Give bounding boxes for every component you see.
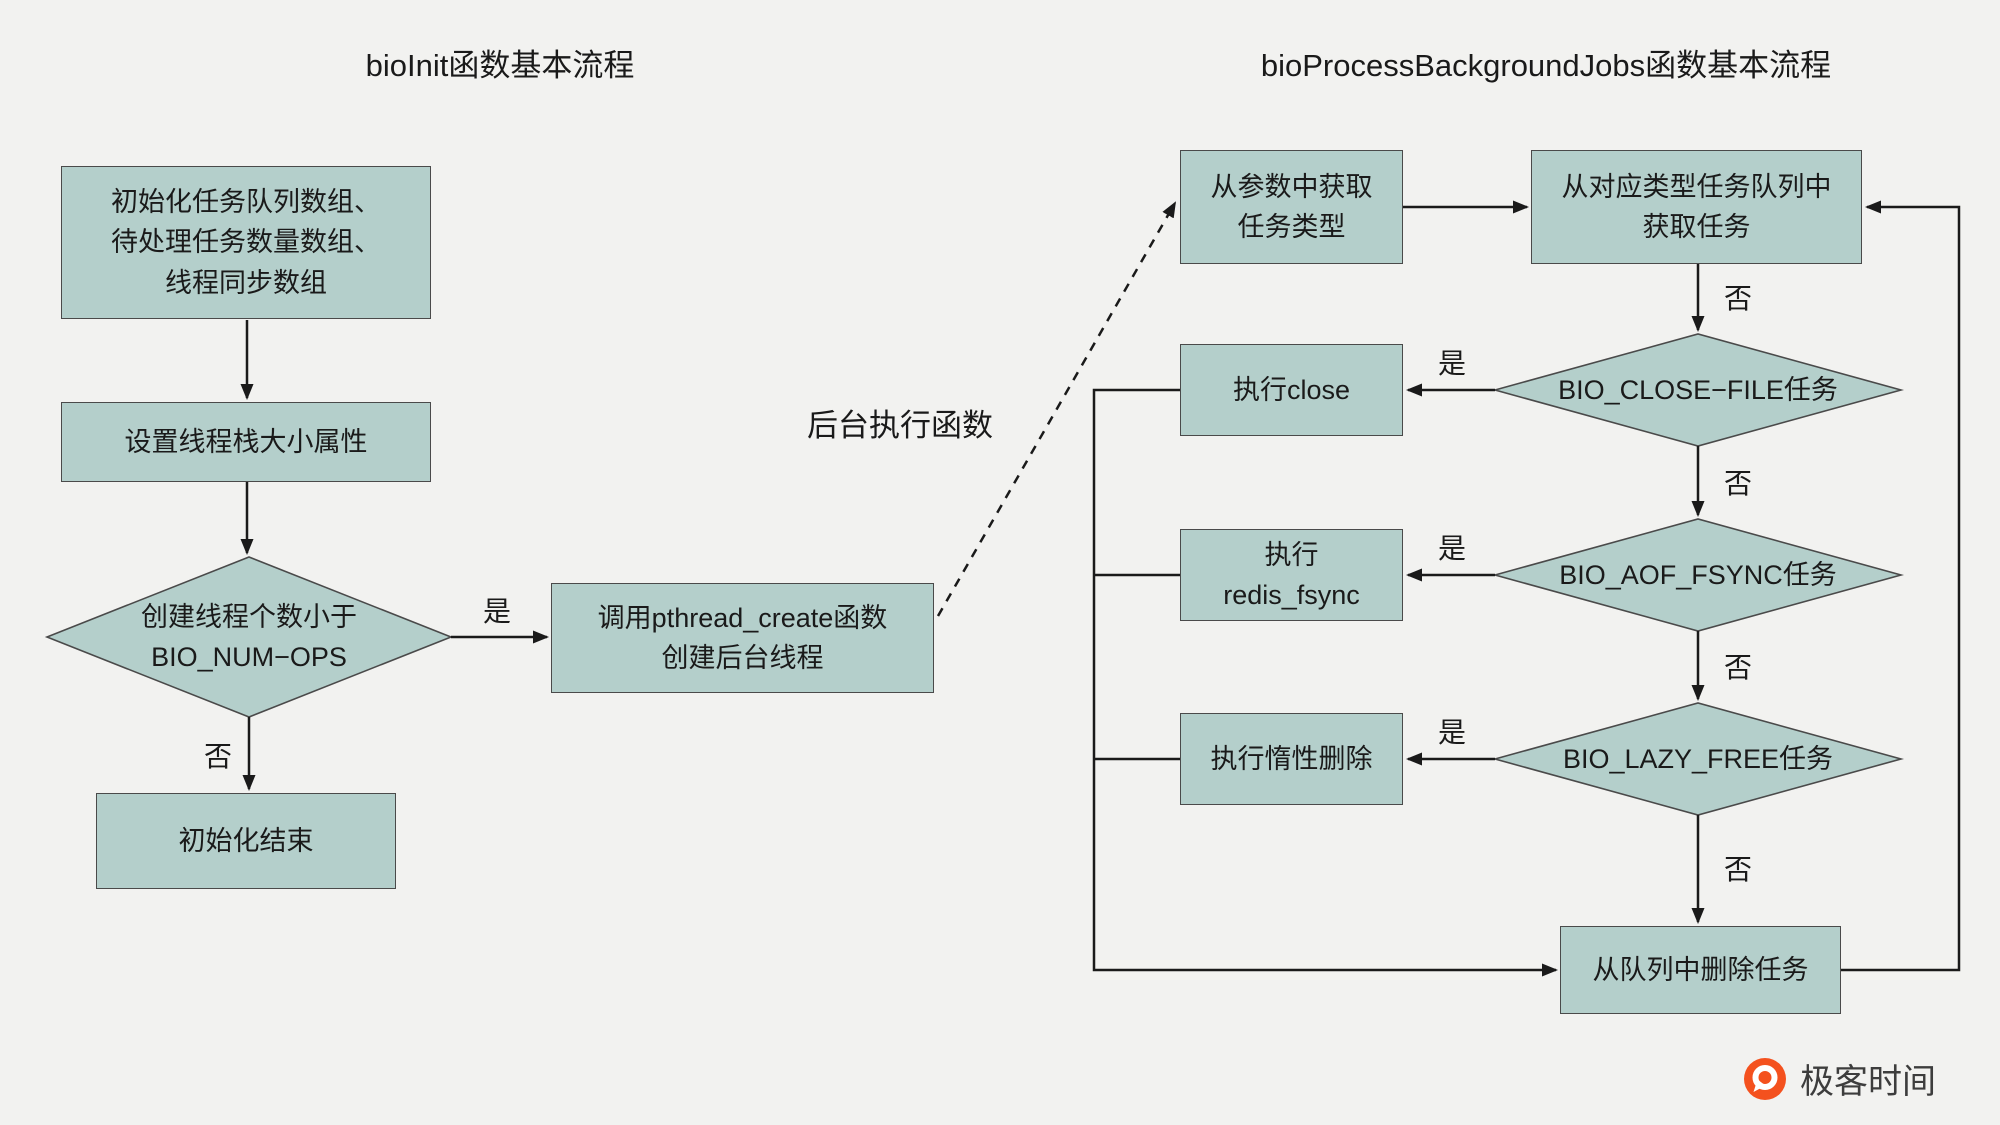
flow-node-set-stack-size: 设置线程栈大小属性: [61, 402, 431, 482]
edge-label-no-done: 否: [203, 741, 233, 772]
decision-close-file-shape: [1491, 333, 1905, 447]
flow-node-exec-close: 执行close: [1180, 344, 1403, 436]
left-flow-title: bioInit函数基本流程: [365, 48, 635, 83]
decision-lazy-free-label: BIO_LAZY_FREE任务: [1562, 743, 1834, 774]
flow-node-init-arrays: 初始化任务队列数组、 待处理任务数量数组、 线程同步数组: [61, 166, 431, 319]
geektime-logo-icon: [1744, 1057, 1786, 1100]
loop-remove-to-get-task: [1841, 200, 1961, 972]
flow-node-get-task-type: 从参数中获取 任务类型: [1180, 150, 1403, 264]
edge-label-yes-fsync: 是: [1437, 533, 1467, 564]
trunk-exec-to-remove: [1092, 388, 1558, 977]
flow-node-get-task: 从对应类型任务队列中 获取任务: [1531, 150, 1862, 264]
decision-lazy-free-shape: [1491, 702, 1905, 816]
edge-label-no-1: 否: [1723, 283, 1753, 314]
flow-node-exec-lazy-delete: 执行惰性删除: [1180, 713, 1403, 805]
dashed-arrow-create-to-get-type: [936, 201, 1177, 617]
flow-node-pthread-create: 调用pthread_create函数 创建后台线程: [551, 583, 934, 693]
decision-aof-fsync-label: BIO_AOF_FSYNC任务: [1559, 559, 1837, 590]
background-exec-label: 后台执行函数: [807, 408, 993, 443]
decision-close-file-label: BIO_CLOSE−FILE任务: [1558, 374, 1838, 405]
edge-label-yes-lazy: 是: [1437, 717, 1467, 748]
flow-node-remove-task: 从队列中删除任务: [1560, 926, 1841, 1014]
edge-label-yes-create: 是: [482, 596, 512, 627]
flow-node-init-done: 初始化结束: [96, 793, 396, 889]
edge-label-yes-close: 是: [1437, 348, 1467, 379]
edge-label-no-3: 否: [1723, 652, 1753, 683]
decision-aof-fsync-shape: [1491, 518, 1905, 632]
right-flow-title: bioProcessBackgroundJobs函数基本流程: [1260, 48, 1832, 83]
geektime-logo: 极客时间: [1742, 1054, 1936, 1103]
decision-thread-count-label: 创建线程个数小于 BIO_NUM−OPS: [141, 601, 357, 673]
edge-label-no-2: 否: [1723, 468, 1753, 499]
edge-label-no-4: 否: [1723, 854, 1753, 885]
geektime-logo-text: 极客时间: [1800, 1063, 1936, 1101]
flow-node-exec-fsync: 执行 redis_fsync: [1180, 529, 1403, 621]
